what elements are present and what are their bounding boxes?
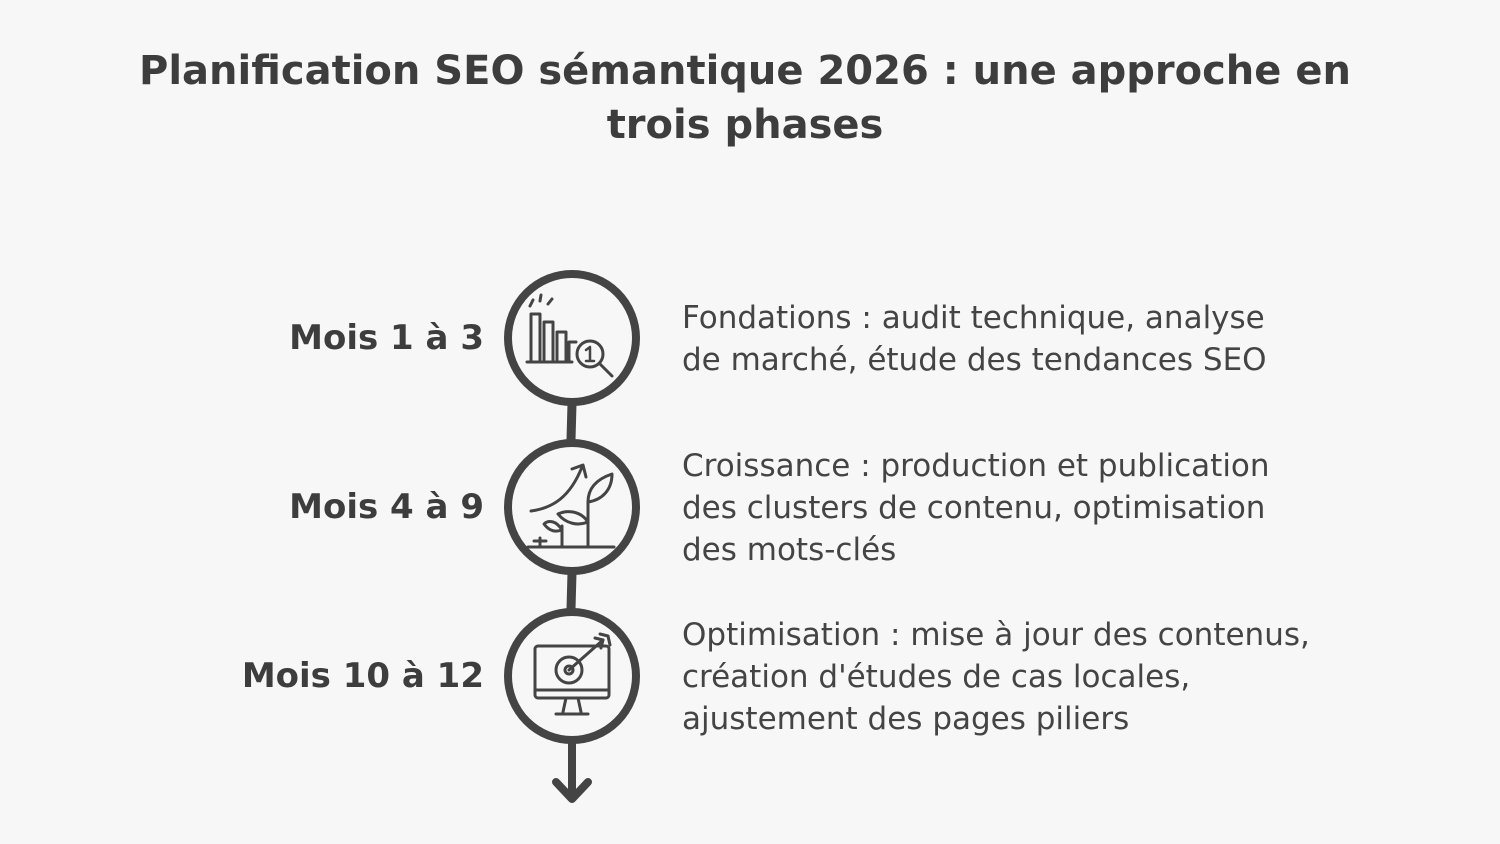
step-1-description-line: de marché, étude des tendances SEO xyxy=(682,342,1267,378)
step-3-description: Optimisation : mise à jour des contenus,… xyxy=(682,614,1402,740)
step-2-description-line: des clusters de contenu, optimisation xyxy=(682,490,1266,526)
monitor-target-icon xyxy=(533,632,612,716)
title-line-1: Planification SEO sémantique 2026 : une … xyxy=(139,48,1351,94)
step-3-circle xyxy=(504,608,640,744)
step-2-description-line: des mots-clés xyxy=(682,532,897,568)
step-1-description-line: Fondations : audit technique, analyse xyxy=(682,300,1265,336)
step-3-description-line: création d'études de cas locales, xyxy=(682,659,1191,695)
growing-plant-icon xyxy=(526,463,616,549)
title-line-2: trois phases xyxy=(606,102,884,148)
step-2-description-line: Croissance : production et publication xyxy=(682,448,1270,484)
timeline-connector-1-2 xyxy=(566,399,577,445)
step-3-description-line: ajustement des pages piliers xyxy=(682,701,1130,737)
step-2-description: Croissance : production et publication d… xyxy=(682,445,1402,571)
step-2-label: Mois 4 à 9 xyxy=(289,487,484,527)
step-3-label: Mois 10 à 12 xyxy=(241,656,484,696)
step-2-circle xyxy=(504,439,640,575)
step-1-circle xyxy=(504,270,640,406)
step-1-description: Fondations : audit technique, analyse de… xyxy=(682,297,1402,381)
diagram-title: Planification SEO sémantique 2026 : une … xyxy=(110,44,1380,152)
step-3-description-line: Optimisation : mise à jour des contenus, xyxy=(682,617,1310,653)
timeline-connector-2-3 xyxy=(566,568,577,614)
timeline-arrow-head xyxy=(552,778,592,803)
step-1-label: Mois 1 à 3 xyxy=(289,318,484,358)
bar-chart-magnifier-icon xyxy=(525,293,614,378)
